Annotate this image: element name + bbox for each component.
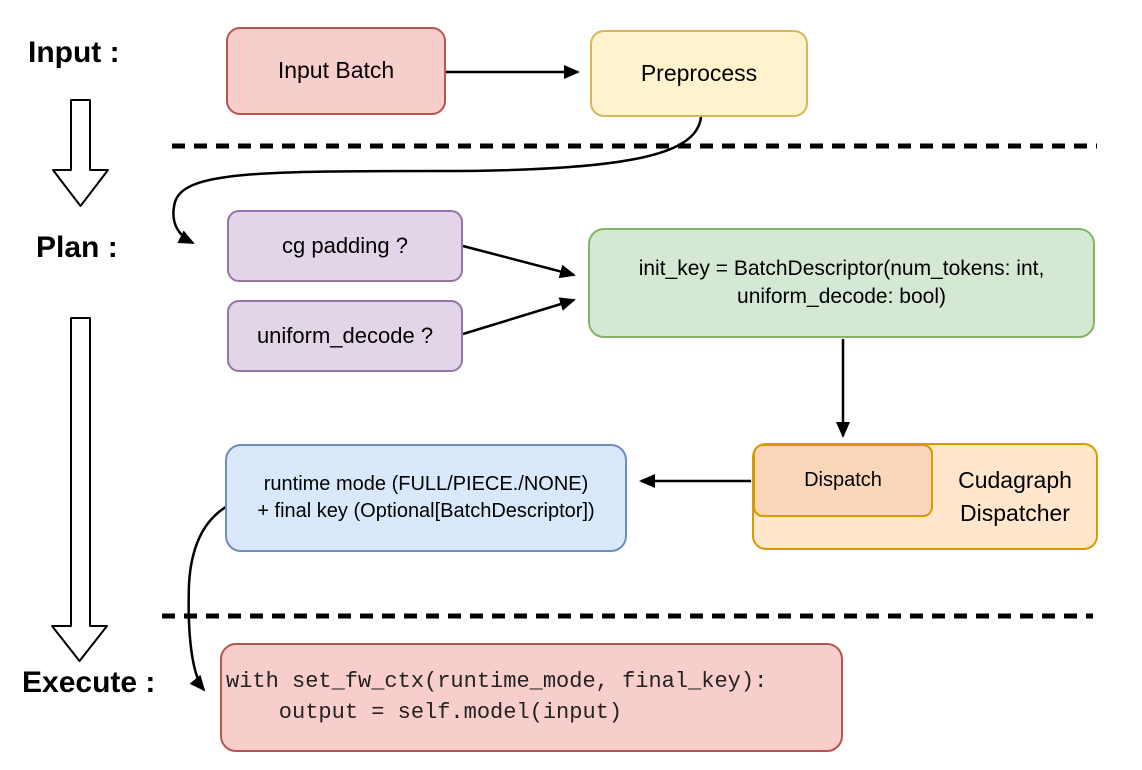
node-execute-code: with set_fw_ctx(runtime_mode, final_key)… <box>220 643 843 752</box>
node-runtime-mode: runtime mode (FULL/PIECE./NONE) + final … <box>225 444 627 552</box>
node-uniform-decode-label: uniform_decode ? <box>256 323 434 349</box>
stage-label-input: Input : <box>28 36 120 69</box>
execute-code-line2: output = self.model(input) <box>226 699 623 725</box>
node-preprocess: Preprocess <box>590 30 808 117</box>
arrow-preprocess-to-cgpadding <box>172 116 703 245</box>
execute-code-line1: with set_fw_ctx(runtime_mode, final_key)… <box>226 668 768 694</box>
stage-label-execute: Execute : <box>22 666 156 699</box>
arrow-cgpadding-to-initkey <box>462 244 576 279</box>
node-init-key: init_key = BatchDescriptor(num_tokens: i… <box>588 228 1095 338</box>
hollow-arrow-input-to-plan <box>52 99 109 207</box>
node-runtime-mode-line1: runtime mode (FULL/PIECE./NONE) <box>263 473 589 495</box>
node-uniform-decode: uniform_decode ? <box>227 300 463 372</box>
node-runtime-mode-line2: + final key (Optional[BatchDescriptor]) <box>257 500 595 522</box>
node-input-batch-label: Input Batch <box>277 57 395 84</box>
node-dispatch-label: Dispatch <box>804 469 882 491</box>
node-cg-padding: cg padding ? <box>227 210 463 282</box>
hollow-arrow-plan-to-execute <box>51 317 108 662</box>
arrow-uniformdecode-to-initkey <box>462 297 576 336</box>
node-input-batch: Input Batch <box>226 27 446 115</box>
node-preprocess-label: Preprocess <box>640 59 758 86</box>
node-init-key-line2: uniform_decode: bool) <box>737 285 946 308</box>
node-cg-padding-label: cg padding ? <box>282 233 408 259</box>
stage-label-plan: Plan : <box>36 231 118 264</box>
node-cudagraph-dispatcher-label: Cudagraph Dispatcher <box>958 467 1072 526</box>
arrow-runtimemode-to-executecode <box>187 502 232 692</box>
node-init-key-line1: init_key = BatchDescriptor(num_tokens: i… <box>638 256 1045 280</box>
node-dispatch: Dispatch <box>753 444 933 517</box>
